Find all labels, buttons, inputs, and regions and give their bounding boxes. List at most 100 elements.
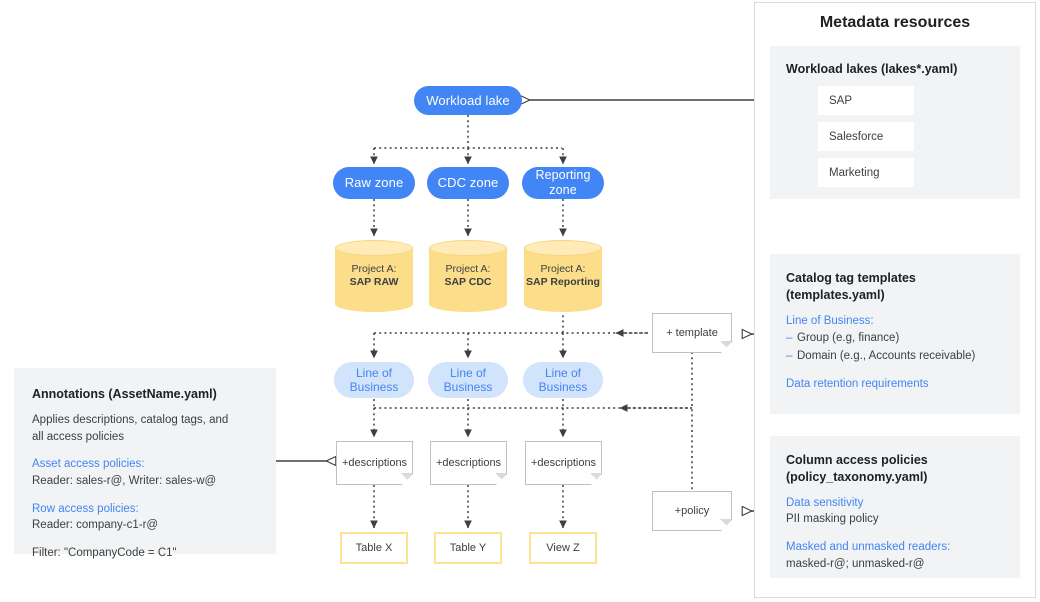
lake-item-sap[interactable]: SAP [818,86,914,115]
column-policies-heading-line2: (policy_taxonomy.yaml) [786,469,928,484]
project-name: SAP Reporting [526,276,600,288]
line-of-business-title: Line of Business: [786,314,874,327]
node-descriptions-1[interactable]: +descriptions [336,441,413,485]
catalog-templates-heading-line1: Catalog tag templates [786,271,916,285]
node-project-sap-cdc[interactable]: Project A: SAP CDC [429,240,507,312]
node-descriptions-2[interactable]: +descriptions [430,441,507,485]
node-policy-label: +policy [674,505,710,517]
node-descriptions-3[interactable]: +descriptions [525,441,602,485]
lob-label-line2: Business [538,380,588,394]
node-line-of-business-1[interactable]: Line of Business [334,362,414,398]
metadata-resources-title: Metadata resources [819,14,971,31]
node-raw-zone[interactable]: Raw zone [333,167,415,199]
node-project-sap-raw-label: Project A: SAP RAW [335,248,413,304]
masked-readers-value: masked-r@; unmasked-r@ [786,557,925,570]
spacer [32,445,258,456]
bullet-domain-text: Domain (e.g., Accounts receivable) [797,349,976,362]
node-reporting-zone-label: Reporting zone [535,168,591,197]
node-raw-zone-label: Raw zone [344,175,404,191]
node-project-sap-raw[interactable]: Project A: SAP RAW [335,240,413,312]
lob-label-line1: Line of [449,365,487,380]
node-line-of-business-3[interactable]: Line of Business [523,362,603,398]
lob-label-line2: Business [443,380,493,394]
annotations-panel-heading: Annotations (AssetName.yaml) [32,387,217,401]
lake-item-sap-label: SAP [829,94,853,107]
catalog-templates-heading-line2: (templates.yaml) [786,287,885,302]
spacer [32,534,258,545]
node-policy[interactable]: +policy [652,491,732,531]
node-line-of-business-2[interactable]: Line of Business [428,362,508,398]
lake-item-marketing[interactable]: Marketing [818,158,914,187]
annotations-description-line2: all access policies [32,430,125,443]
node-template-label: + template [666,327,718,339]
line-of-business-bullets: – Group (e.g, finance) – Domain (e.g., A… [786,330,1006,365]
node-reporting-zone[interactable]: Reporting zone [522,167,604,199]
node-workload-lake-label: Workload lake [426,92,510,108]
bullet-group: – Group (e.g, finance) [786,330,1006,347]
node-table-y[interactable]: Table Y [434,532,502,564]
dash-marker: – [786,349,793,362]
data-retention-title: Data retention requirements [786,377,929,390]
cylinder-body [524,248,602,304]
masked-readers-title: Masked and unmasked readers: [786,541,951,554]
project-prefix: Project A: [351,262,397,275]
lob-label-line1: Line of [355,365,393,380]
dash-marker: – [786,332,793,345]
lob-label-line2: Business [349,380,399,394]
node-cdc-zone-label: CDC zone [437,175,499,191]
spacer [786,528,1006,539]
node-descriptions-1-label: +descriptions [341,457,408,469]
annotations-description-line1: Applies descriptions, catalog tags, and [32,413,229,426]
data-sensitivity-title: Data sensitivity [786,496,864,509]
cylinder-bottom [524,296,602,312]
cylinder-bottom [429,296,507,312]
annotations-panel: Annotations (AssetName.yaml) Applies des… [14,368,276,559]
cylinder-bottom [335,296,413,312]
catalog-tag-templates-panel: Catalog tag templates (templates.yaml) L… [770,254,1020,414]
column-access-policies-panel: Column access policies (policy_taxonomy.… [770,436,1020,578]
note-fold-corner [495,473,506,484]
row-access-policies-title: Row access policies: [32,502,139,515]
node-project-sap-reporting[interactable]: Project A: SAP Reporting [524,240,602,312]
spacer [32,490,258,501]
lake-item-salesforce-label: Salesforce [829,130,884,143]
bullet-group-text: Group (e.g, finance) [797,332,900,345]
data-sensitivity-value: PII masking policy [786,513,879,526]
catalog-templates-heading: Catalog tag templates (templates.yaml) [786,270,1006,304]
cylinder-body [335,248,413,304]
node-view-z-label: View Z [546,542,580,554]
project-name: SAP RAW [349,276,399,288]
cylinder-top [335,240,413,256]
project-prefix: Project A: [445,262,491,275]
node-table-x[interactable]: Table X [340,532,408,564]
row-filter-value: Filter: "CompanyCode = C1" [32,546,177,559]
column-policies-heading: Column access policies (policy_taxonomy.… [786,452,1006,486]
node-view-z[interactable]: View Z [529,532,597,564]
node-cdc-zone[interactable]: CDC zone [427,167,509,199]
row-access-policies-value: Reader: company-c1-r@ [32,519,159,532]
workload-lakes-heading: Workload lakes (lakes*.yaml) [786,62,958,76]
note-fold-corner [590,473,601,484]
asset-access-policies-title: Asset access policies: [32,458,145,471]
note-fold-corner [720,519,731,530]
note-fold-corner [720,341,731,352]
node-workload-lake[interactable]: Workload lake [414,86,522,115]
lake-item-salesforce[interactable]: Salesforce [818,122,914,151]
project-name: SAP CDC [444,276,492,288]
lob-label-line1: Line of [544,365,582,380]
node-template[interactable]: + template [652,313,732,353]
node-project-sap-reporting-label: Project A: SAP Reporting [524,248,602,304]
project-prefix: Project A: [540,262,586,275]
node-table-y-label: Table Y [449,542,487,554]
node-descriptions-3-label: +descriptions [530,457,597,469]
cylinder-body [429,248,507,304]
node-table-x-label: Table X [355,542,393,554]
column-policies-heading-line1: Column access policies [786,453,928,467]
cylinder-top [429,240,507,256]
lake-item-marketing-label: Marketing [829,166,880,179]
note-fold-corner [401,473,412,484]
node-descriptions-2-label: +descriptions [435,457,502,469]
asset-access-policies-value: Reader: sales-r@, Writer: sales-w@ [32,474,217,487]
cylinder-top [524,240,602,256]
